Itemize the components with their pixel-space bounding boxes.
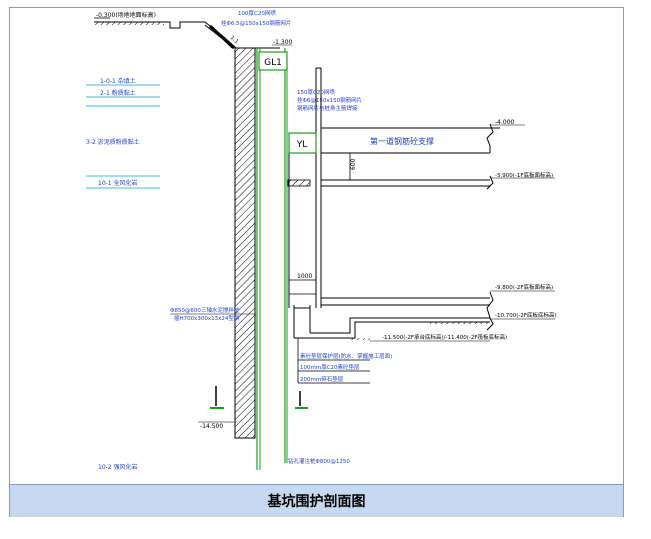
slab-2f: [289, 279, 494, 340]
ground-hatch: [94, 22, 164, 25]
pile-note-1: 150厚C20网喷: [297, 88, 335, 96]
figure-caption: 基坑围护剖面图: [267, 494, 366, 510]
elev-9800: -9.800(-2F底板面标高): [495, 283, 553, 291]
slab-1f: [287, 175, 494, 190]
soil-hatch: [234, 47, 256, 439]
yl-waling: [288, 132, 317, 154]
soil-layer-5: 10-2 强风化岩: [98, 463, 138, 471]
dim-600-label: 600: [350, 158, 357, 170]
inner-column: [288, 67, 322, 308]
soil-layer-4: 10-1 全风化岩: [98, 179, 138, 187]
soil-layer-3: 3-2 淤泥质粉质黏土: [86, 138, 140, 146]
elev-10700: -10.700(-2F底板底标高): [495, 311, 557, 319]
pile-note-3: 钢筋网片与桩身主筋焊接: [297, 104, 358, 112]
pile-spec-1: Φ850@600三轴水泥搅拌桩: [170, 306, 240, 314]
soil-layer-2: 2-1 粉质黏土: [100, 89, 136, 97]
elev-11500: -11.500(-2F承台底标高)/-11.400(-2F筏板底标高): [382, 333, 507, 341]
pile-spec-2: 插H700x300x13x24型钢: [174, 314, 240, 322]
gl1-beam: [258, 51, 288, 71]
layer-notes: [297, 338, 370, 384]
pile-note-2: 挂Φ6@150x150钢筋网片: [297, 96, 362, 104]
slope-shotcrete: [208, 24, 236, 50]
strut-label: 第一道钢筋砼支撑: [370, 136, 434, 146]
slope-note-2: 挂Φ6.5@150x150钢筋网片: [221, 19, 291, 27]
dim-1000-label: 1000: [297, 273, 312, 280]
caption-bar: 基坑围护剖面图: [10, 484, 623, 517]
elev-5900: -5.900(-1F底板面标高): [495, 171, 553, 179]
top-elev: -0.300(场地地面标高): [96, 11, 156, 19]
section-mark-left: [210, 386, 224, 409]
bottom-elev: -14.500: [200, 423, 223, 430]
pile-lines: [256, 48, 288, 470]
slope-ratio: 1:1: [229, 35, 240, 45]
layer-note-3: 200mm碎石垫层: [300, 375, 344, 383]
slope-note-1: 100厚C20网喷: [238, 9, 276, 17]
elev-4000: -4.000: [495, 119, 515, 126]
ground-hatch-right: [430, 322, 490, 324]
section-drawing: GL1 YL 第一道钢筋砼支撑 600: [86, 9, 557, 471]
crown-elev: -1.300: [273, 39, 293, 46]
gl1-label: GL1: [264, 58, 282, 68]
yl-label: YL: [296, 140, 308, 150]
figure-frame: GL1 YL 第一道钢筋砼支撑 600: [9, 7, 624, 517]
soil-layer-1: 1-0-1 杂填土: [100, 77, 136, 85]
layer-note-2: 100mm厚C20素砼垫层: [300, 363, 360, 371]
layer-note-1: 素砼垫层保护层(防水、掌握施工层面): [300, 352, 392, 360]
section-mark-right: [295, 391, 308, 409]
bottom-note: 钻孔灌注桩Φ800@1250: [288, 457, 350, 465]
